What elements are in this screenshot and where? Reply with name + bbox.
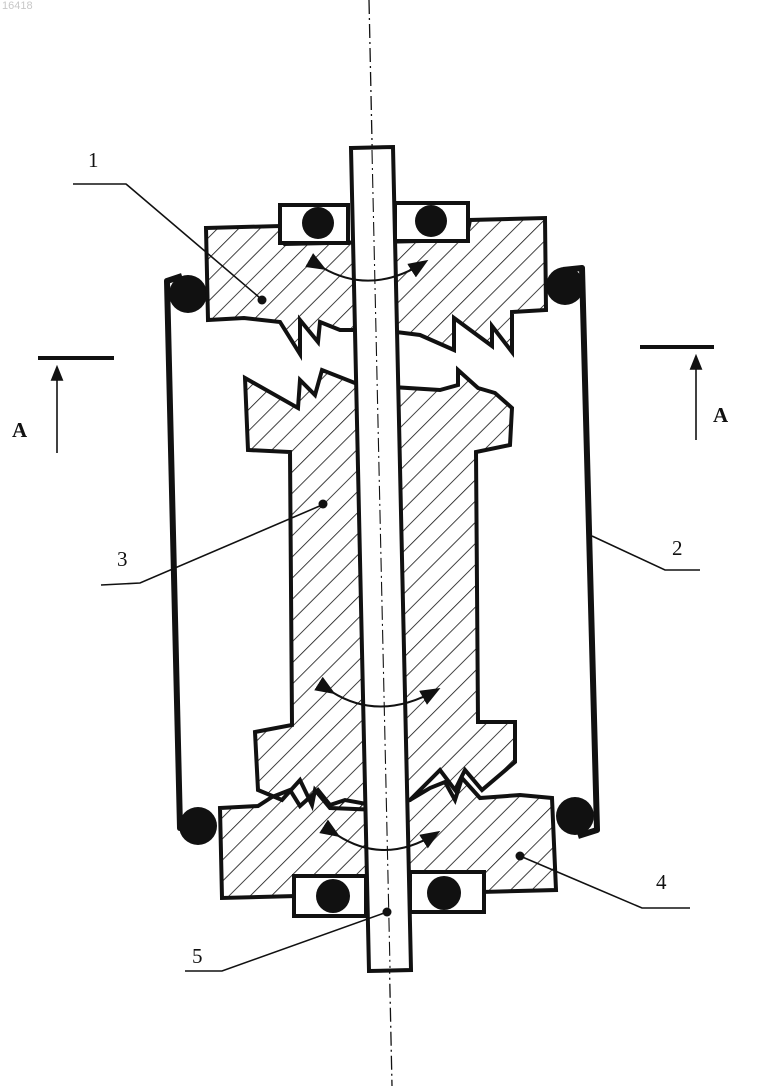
label-part-5: 5 [192, 946, 203, 967]
document-id: 16418 [2, 0, 33, 12]
pulley-bottom-left [179, 807, 217, 845]
label-part-4: 4 [656, 872, 667, 893]
leader-dot-part-1 [258, 296, 267, 305]
bearing-ball-bottom-left [316, 879, 350, 913]
label-part-1: 1 [88, 150, 99, 171]
belt-left [167, 276, 196, 832]
pulley-top-left [169, 275, 207, 313]
leader-part-2 [592, 536, 700, 570]
bearing-ball-bottom-right [427, 876, 461, 910]
bearing-ball-top-right [415, 205, 447, 237]
bearing-ball-top-left [302, 207, 334, 239]
section-label-right: A [713, 405, 728, 426]
leader-part-5 [185, 912, 387, 971]
belt-right [563, 268, 597, 836]
leader-dot-part-5 [383, 908, 392, 917]
leader-dot-part-3 [319, 500, 328, 509]
pulley-top-right [546, 267, 584, 305]
label-part-3: 3 [117, 549, 128, 570]
label-part-2: 2 [672, 538, 683, 559]
section-label-left: A [12, 420, 27, 441]
pulley-bottom-right [556, 797, 594, 835]
leader-dot-part-4 [516, 852, 525, 861]
